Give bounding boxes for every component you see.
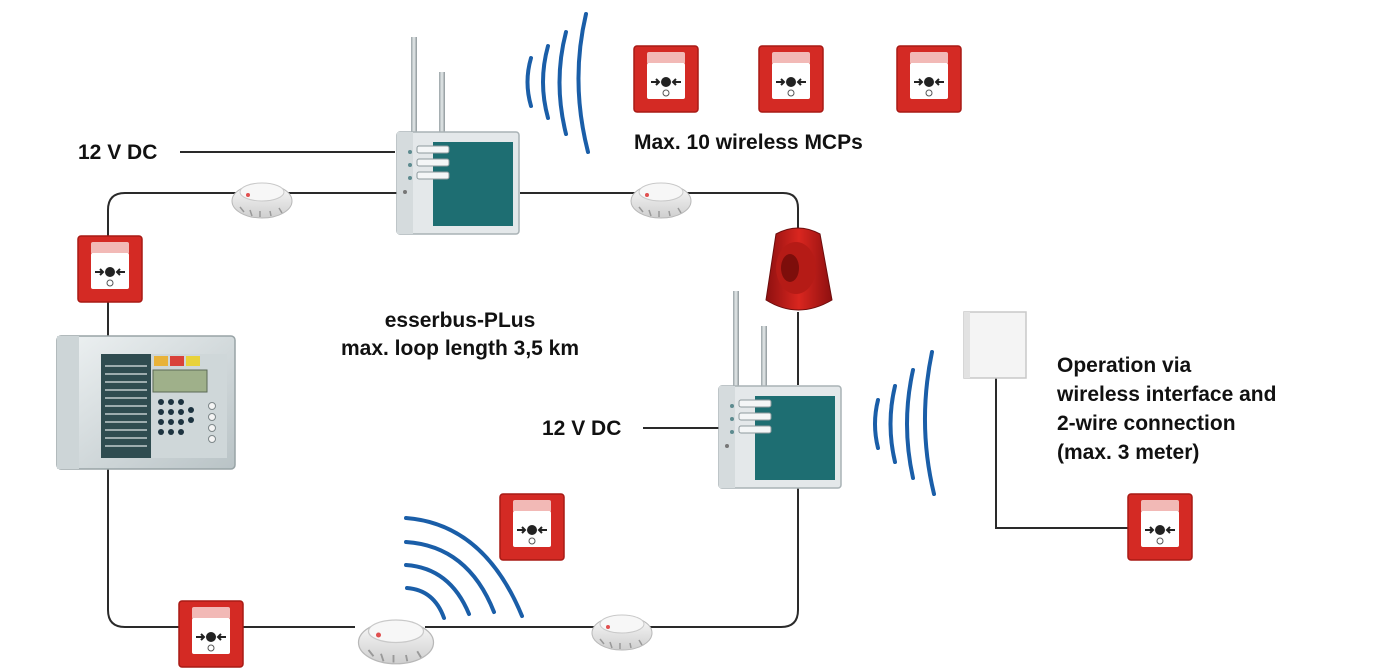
two-wire-connection xyxy=(995,378,1128,529)
smoke-detector-icon xyxy=(231,182,293,219)
loop-line-bottom-left xyxy=(107,467,355,628)
operation-note-line: 2-wire connection xyxy=(1057,412,1236,435)
operation-note-line: (max. 3 meter) xyxy=(1057,441,1200,464)
wireless-mcps-label: Max. 10 wireless MCPs xyxy=(634,131,863,154)
manual-call-point-icon xyxy=(77,235,143,303)
operation-note: Operation via wireless interface and 2-w… xyxy=(1057,353,1276,465)
bus-name-label: esserbus-PLus xyxy=(384,309,536,332)
manual-call-point-icon xyxy=(1127,493,1193,561)
power-label-top: 12 V DC xyxy=(78,141,158,164)
interface-module-icon xyxy=(963,311,1027,379)
wireless-gateway-icon xyxy=(396,36,520,235)
bus-length-label: max. loop length 3,5 km xyxy=(340,337,580,360)
smoke-detector-icon xyxy=(591,614,653,651)
smoke-detector-icon xyxy=(630,182,692,219)
radio-wave-icon xyxy=(525,12,590,154)
operation-note-line: Operation via xyxy=(1057,354,1192,377)
sounder-icon xyxy=(765,227,833,311)
manual-call-point-icon xyxy=(758,45,824,113)
manual-call-point-icon xyxy=(896,45,962,113)
wireless-gateway-icon xyxy=(718,290,842,489)
manual-call-point-icon xyxy=(499,493,565,561)
loop-line-left-top xyxy=(107,192,398,240)
radio-wave-icon xyxy=(404,516,524,620)
loop-line-top-right xyxy=(520,192,799,236)
loop-line-right xyxy=(425,312,799,628)
fire-panel-icon xyxy=(56,335,236,470)
manual-call-point-icon xyxy=(633,45,699,113)
smoke-detector-icon xyxy=(357,619,435,665)
manual-call-point-icon xyxy=(178,600,244,668)
radio-wave-icon xyxy=(873,350,936,496)
power-label-right: 12 V DC xyxy=(542,417,622,440)
operation-note-line: wireless interface and xyxy=(1057,383,1277,406)
